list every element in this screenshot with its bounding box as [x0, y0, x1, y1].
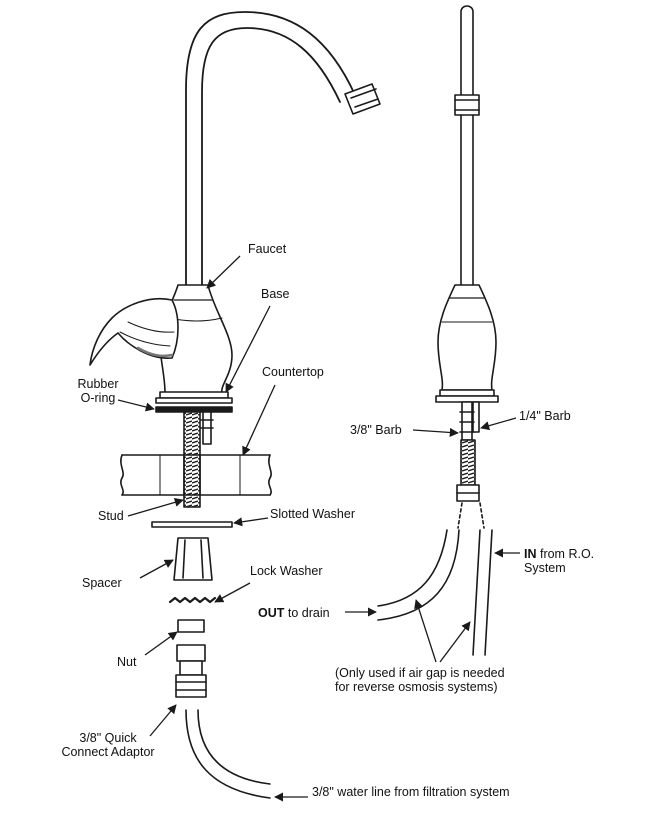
- nut: [178, 620, 204, 632]
- out-drain-label-rest: to drain: [284, 606, 330, 620]
- in-ro-label-line2: System: [524, 561, 566, 575]
- spacer-label: Spacer: [82, 576, 122, 590]
- barb-fittings: [460, 402, 479, 440]
- rubber-oring-arrow: [118, 400, 155, 412]
- quick-connect-adaptor: [176, 645, 206, 697]
- barb-14-label: 1/4" Barb: [519, 409, 571, 423]
- faucet-spout: [186, 12, 380, 292]
- rubber-oring-label-line1: Rubber: [77, 377, 119, 391]
- base-arrow: [226, 306, 270, 393]
- out-drain-label: OUT to drain: [258, 606, 330, 620]
- slotted-washer: [152, 522, 232, 527]
- countertop-arrow: [242, 385, 275, 456]
- in-ro-label-rest: from R.O.: [536, 547, 595, 561]
- rubber-oring-label-line2: O-ring: [80, 391, 116, 405]
- faucet-arrow: [206, 256, 240, 289]
- airgap-stud: [461, 440, 475, 485]
- barb-38-arrow: [413, 427, 459, 437]
- airgap-arrow-right: [440, 621, 471, 662]
- barb-38-label: 3/8" Barb: [350, 423, 402, 437]
- stud-label: Stud: [98, 509, 124, 523]
- out-drain-label-bold: OUT: [258, 606, 285, 620]
- adaptor-label: 3/8" Quick Connect Adaptor: [48, 731, 168, 759]
- adaptor-arrow: [150, 704, 177, 736]
- barb-tube-left: [201, 412, 213, 444]
- lock-washer-label: Lock Washer: [250, 564, 323, 578]
- nut-arrow: [145, 631, 178, 655]
- countertop-label: Countertop: [262, 365, 324, 379]
- lock-washer-arrow: [214, 583, 250, 602]
- adaptor-label-line1: 3/8" Quick: [79, 731, 137, 745]
- countertop: [121, 455, 271, 495]
- ro-supply-tube: [473, 530, 492, 655]
- airgap-faucet-stem: [455, 6, 479, 288]
- stud-arrow: [128, 497, 184, 516]
- nut-label: Nut: [117, 655, 137, 669]
- water-line: [186, 710, 270, 798]
- drain-tube: [378, 530, 459, 620]
- faucet-base: [156, 392, 232, 403]
- lock-washer: [170, 598, 215, 602]
- in-ro-label: IN from R.O. System: [524, 547, 594, 575]
- water-line-label: 3/8" water line from filtration system: [312, 785, 510, 799]
- faucet-label: Faucet: [248, 242, 287, 256]
- stud: [184, 412, 200, 507]
- airgap-arrow-left: [414, 599, 436, 662]
- airgap-note-line2: for reverse osmosis systems): [335, 680, 498, 694]
- rubber-oring-label: Rubber O-ring: [62, 377, 134, 405]
- spacer: [174, 538, 212, 580]
- faucet-body: [90, 285, 232, 393]
- slotted-washer-label: Slotted Washer: [270, 507, 355, 521]
- airgap-faucet-body: [436, 285, 498, 402]
- spacer-arrow: [140, 560, 174, 578]
- barb-14-arrow: [480, 418, 516, 431]
- slotted-washer-arrow: [233, 517, 268, 527]
- airgap-note-line1: (Only used if air gap is needed: [335, 666, 505, 680]
- base-label: Base: [261, 287, 290, 301]
- in-ro-label-bold: IN: [524, 547, 537, 561]
- airgap-note: (Only used if air gap is needed for reve…: [335, 666, 505, 694]
- adaptor-label-line2: Connect Adaptor: [61, 745, 155, 759]
